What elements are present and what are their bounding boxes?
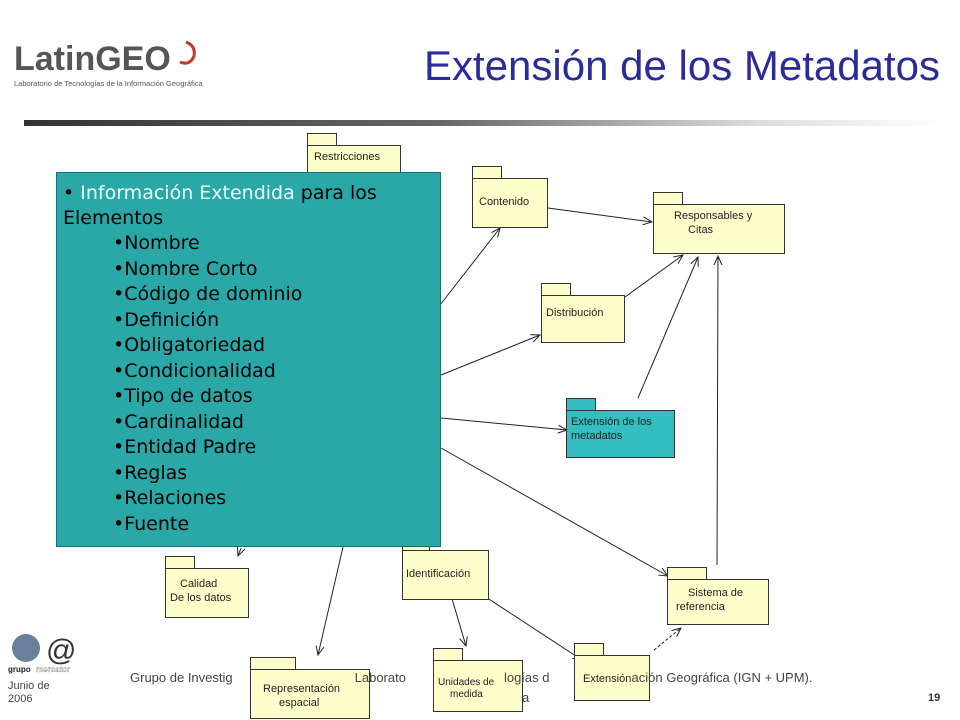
list-item: Cardinalidad (113, 410, 434, 436)
link-distribucion-responsables (624, 255, 683, 298)
package-label-line1: Responsables y (674, 210, 753, 222)
slide-title: Extensión de los Metadatos (424, 42, 940, 89)
link-calidad (238, 548, 241, 556)
package-label-line2: referencia (676, 601, 725, 613)
list-item: Fuente (113, 512, 434, 538)
list-item: Código de dominio (113, 282, 434, 308)
callout-heading: • Información Extendida para los (63, 182, 377, 204)
package-label-line1: Unidades de (438, 677, 495, 688)
title-divider (24, 120, 944, 126)
link-contenido-responsables (547, 207, 652, 222)
package-label-line1: Representación (263, 683, 341, 695)
link-representacion (318, 546, 344, 655)
package-label-line2: Citas (688, 224, 714, 236)
footer-fragment: a (522, 690, 530, 705)
link-sistema-referencia (440, 447, 668, 576)
link-extension-sistema (653, 628, 681, 651)
list-item: Tipo de datos (113, 384, 434, 410)
slide-date: Junio de 2006 (8, 680, 50, 705)
list-item: Nombre Corto (113, 257, 434, 283)
package-label-line2: metadatos (571, 430, 623, 442)
list-item: Definición (113, 308, 434, 334)
list-item: Condicionalidad (113, 359, 434, 385)
svg-text:mercator: mercator (36, 665, 70, 674)
link-extension (471, 587, 582, 660)
package-label: Identificación (406, 568, 471, 580)
extended-info-callout: • Información Extendida para los Element… (56, 172, 441, 547)
package-label-line1: Sistema de (688, 587, 744, 599)
link-extension-metadatos (440, 417, 567, 430)
link-unidades (449, 591, 466, 646)
link-sistema-responsables (717, 256, 718, 566)
list-item: Nombre (113, 231, 434, 257)
grupo-mercator-logo: @ grupo mercator (8, 634, 76, 674)
svg-text:@: @ (46, 634, 76, 667)
globe-icon (12, 634, 40, 662)
link-extmeta-responsables (637, 257, 698, 399)
package-label: Distribución (546, 307, 604, 319)
package-label: Contenido (479, 196, 530, 208)
package-label: Restricciones (314, 151, 381, 163)
list-item: Relaciones (113, 486, 434, 512)
page-number: 19 (928, 692, 941, 704)
package-label-line1: Calidad (180, 578, 218, 590)
package-label-line2: De los datos (170, 592, 232, 604)
svg-text:grupo: grupo (8, 665, 31, 674)
latingeo-logo: LatinGEO Laboratorio de Tecnologías de l… (14, 40, 204, 88)
list-item: Obligatoriedad (113, 333, 434, 359)
package-label-line2: espacial (279, 697, 320, 709)
callout-list: Nombre Nombre Corto Código de dominio De… (63, 231, 434, 537)
callout-heading-line2: Elementos (63, 207, 164, 229)
package-label-line1: Extensión de los (571, 416, 652, 428)
logo-subtitle: Laboratorio de Tecnologías de la Informa… (14, 79, 204, 88)
link-distribucion (440, 335, 540, 376)
package-label-line2: medida (450, 689, 483, 700)
logo-swirl-icon (179, 40, 196, 65)
list-item: Entidad Padre (113, 435, 434, 461)
logo-text: LatinGEO (14, 40, 171, 78)
list-item: Reglas (113, 461, 434, 487)
package-label: Extensión (583, 673, 632, 685)
link-contenido (439, 228, 500, 306)
